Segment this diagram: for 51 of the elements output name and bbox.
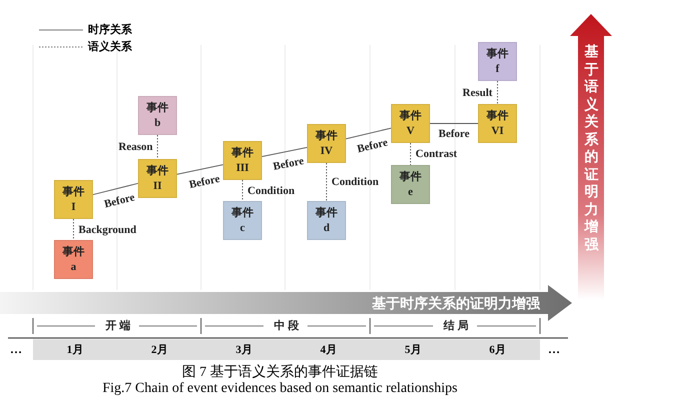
arrow-label: 基于语义关系的证明力增强 (584, 44, 599, 254)
edge-label: Before (271, 154, 306, 174)
event-box: 事件 III (223, 141, 262, 180)
event-box: 事件 a (54, 240, 93, 279)
edge-label: Condition (246, 184, 296, 196)
semantic-link (73, 218, 74, 240)
event-box: 事件 II (138, 159, 177, 198)
edge-label: Result (462, 86, 494, 98)
month-label: 6月 (488, 343, 507, 357)
ellipsis: … (548, 342, 560, 357)
phase-label: 中 段 (273, 320, 300, 332)
temporal-link (346, 128, 392, 140)
edge-label: Before (102, 191, 137, 211)
temporal-link (262, 147, 308, 157)
edge-label: Before (186, 172, 222, 191)
event-box: 事件 f (478, 42, 517, 81)
edge-label: Before (355, 136, 390, 156)
temporal-link (430, 123, 478, 124)
phase-label: 开 端 (104, 320, 132, 332)
event-box: 事件 I (54, 180, 93, 219)
semantic-link (410, 142, 411, 166)
phase-label: 结 局 (442, 320, 470, 332)
month-label: 5月 (404, 343, 422, 357)
event-box: 事件 d (307, 201, 346, 240)
event-box: 事件 b (138, 96, 177, 135)
event-box: 事件 c (223, 201, 262, 240)
month-label: 1月 (66, 343, 84, 357)
month-label: 3月 (234, 343, 254, 357)
temporal-link (176, 164, 224, 175)
ellipsis: … (10, 342, 22, 357)
edge-label: Reason (118, 141, 154, 153)
month-label: 2月 (150, 343, 169, 357)
semantic-link (157, 134, 158, 160)
edge-label: Before (438, 128, 470, 140)
semantic-link (242, 180, 243, 202)
caption: 图 7 基于语义关系的事件证据链 (181, 363, 379, 381)
legend-text: 语义关系 (88, 40, 132, 54)
arrow-label: 基于时序关系的证明力增强 (372, 295, 540, 313)
month-label: 4月 (319, 343, 338, 357)
edge-label: Contrast (414, 148, 458, 160)
edge-label: Background (78, 224, 138, 236)
event-box: 事件 VI (478, 104, 517, 143)
edge-label: Condition (330, 176, 380, 188)
semantic-link (497, 80, 498, 104)
temporal-link (92, 182, 138, 196)
caption: Fig.7 Chain of event evidences based on semantic relationships (102, 381, 458, 397)
event-box: 事件 IV (307, 124, 346, 163)
legend-text: 时序关系 (88, 22, 132, 37)
semantic-link (326, 162, 327, 202)
event-box: 事件 V (391, 104, 430, 143)
event-box: 事件 e (391, 165, 430, 204)
